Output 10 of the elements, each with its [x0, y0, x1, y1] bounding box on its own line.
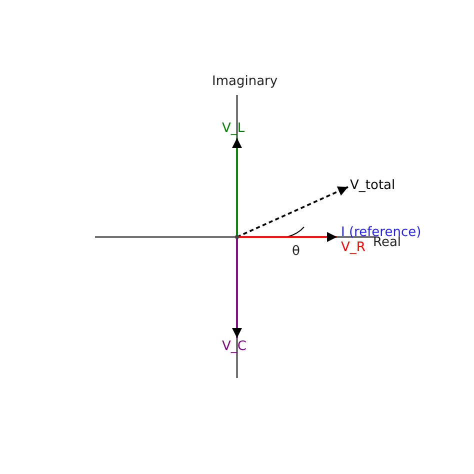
axis-title: Imaginary [212, 74, 278, 89]
angle-label: θ [292, 244, 300, 259]
phasor-label: V_R [341, 240, 366, 255]
phasor-arrow [232, 237, 242, 338]
phasor-arrow [232, 138, 242, 237]
phasor-arrow [237, 232, 337, 242]
phasor-label: V_total [350, 178, 396, 193]
phasor-arrow [236, 186, 348, 238]
origin-point [235, 235, 239, 239]
axis-title: Real [373, 235, 402, 250]
